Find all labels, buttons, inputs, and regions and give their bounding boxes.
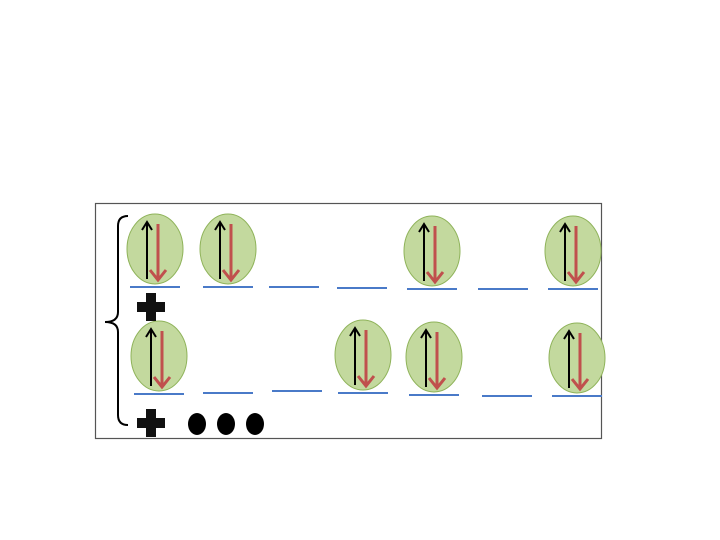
spin-up-arrow-icon xyxy=(145,327,157,386)
electron-pair xyxy=(405,321,463,393)
electron-pair xyxy=(403,215,461,287)
plus-icon xyxy=(137,409,165,437)
electron-pair xyxy=(199,213,257,285)
orbital xyxy=(548,322,606,397)
spin-up-arrow-icon xyxy=(349,326,361,385)
spin-down-arrow-icon xyxy=(427,332,447,391)
spin-down-arrow-icon xyxy=(566,226,586,285)
electron-pair xyxy=(544,215,602,287)
spin-up-arrow-icon xyxy=(559,222,571,281)
configuration-row xyxy=(130,319,606,397)
electron-pair xyxy=(334,319,392,391)
orbital xyxy=(405,321,463,396)
left-brace xyxy=(104,215,129,426)
spin-up-arrow-icon xyxy=(418,222,430,281)
orbital xyxy=(544,215,602,290)
ellipsis-icon xyxy=(188,413,264,435)
orbital xyxy=(199,213,257,288)
plus-icon xyxy=(137,293,165,321)
spin-up-arrow-icon xyxy=(420,328,432,387)
spin-down-arrow-icon xyxy=(425,226,445,285)
orbital xyxy=(334,319,392,394)
spin-down-arrow-icon xyxy=(570,333,590,392)
spin-up-arrow-icon xyxy=(214,220,226,279)
electron-pair xyxy=(126,213,184,285)
spin-down-arrow-icon xyxy=(148,224,168,283)
orbital xyxy=(130,320,188,395)
orbital xyxy=(403,215,461,290)
electron-pair xyxy=(130,320,188,392)
spin-down-arrow-icon xyxy=(356,330,376,389)
electron-pair xyxy=(548,322,606,394)
spin-down-arrow-icon xyxy=(152,331,172,390)
spin-down-arrow-icon xyxy=(221,224,241,283)
spin-up-arrow-icon xyxy=(563,329,575,388)
configuration-row xyxy=(126,213,602,290)
frame xyxy=(94,202,603,440)
spin-up-arrow-icon xyxy=(141,220,153,279)
orbital xyxy=(126,213,184,288)
